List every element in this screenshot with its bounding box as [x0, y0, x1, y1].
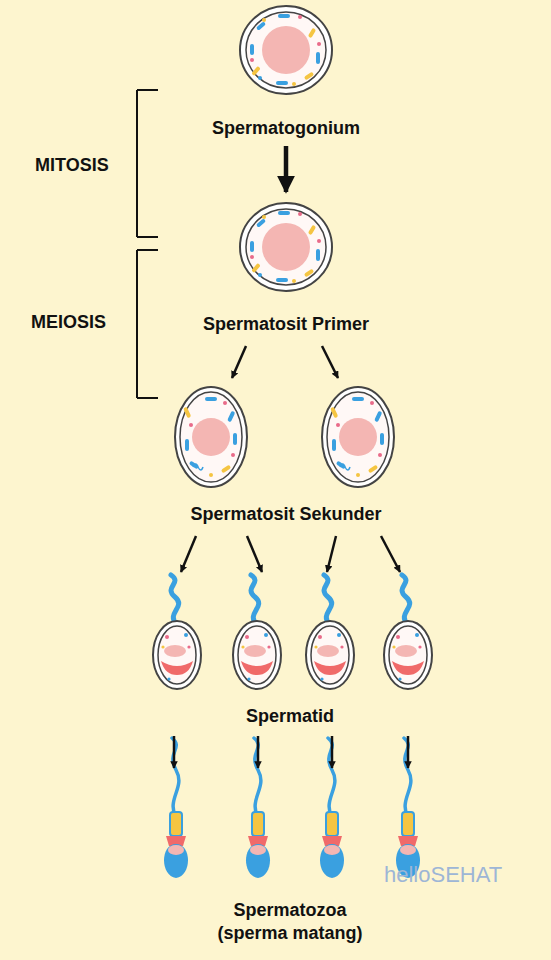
stage-arrow — [173, 736, 176, 768]
phase-label: MITOSIS — [35, 155, 109, 176]
stage-arrow — [284, 146, 289, 192]
secondary-spermatocyte-cells: Spermatosit Sekunder — [150, 386, 422, 526]
stage-label: Spermatosit Sekunder — [156, 503, 416, 526]
spermatid-cells: Spermatid — [140, 582, 440, 728]
stage-label: Spermatid — [160, 705, 420, 728]
stage-label: Spermatogonium — [156, 117, 416, 140]
mitosis-bracket — [137, 90, 158, 237]
stage-arrow — [407, 736, 410, 768]
stage-label: Spermatozoa (sperma matang) — [215, 899, 365, 945]
watermark: helloSEHAT — [384, 862, 502, 888]
stage-arrow — [327, 536, 336, 572]
primary-spermatocyte-cell: Spermatosit Primer — [150, 198, 422, 336]
stage-arrow — [247, 536, 262, 572]
stage-arrow — [331, 736, 334, 768]
meiosis-bracket — [137, 250, 158, 398]
stage-arrow — [381, 536, 400, 572]
stage-arrow — [257, 736, 260, 768]
stage-arrow — [322, 346, 338, 378]
phase-label: MEIOSIS — [31, 312, 106, 333]
stage-label: Spermatosit Primer — [156, 313, 416, 336]
stage-arrow — [232, 346, 246, 378]
stage-arrow — [181, 536, 196, 572]
spermatogonium-cell: Spermatogonium — [150, 5, 422, 140]
